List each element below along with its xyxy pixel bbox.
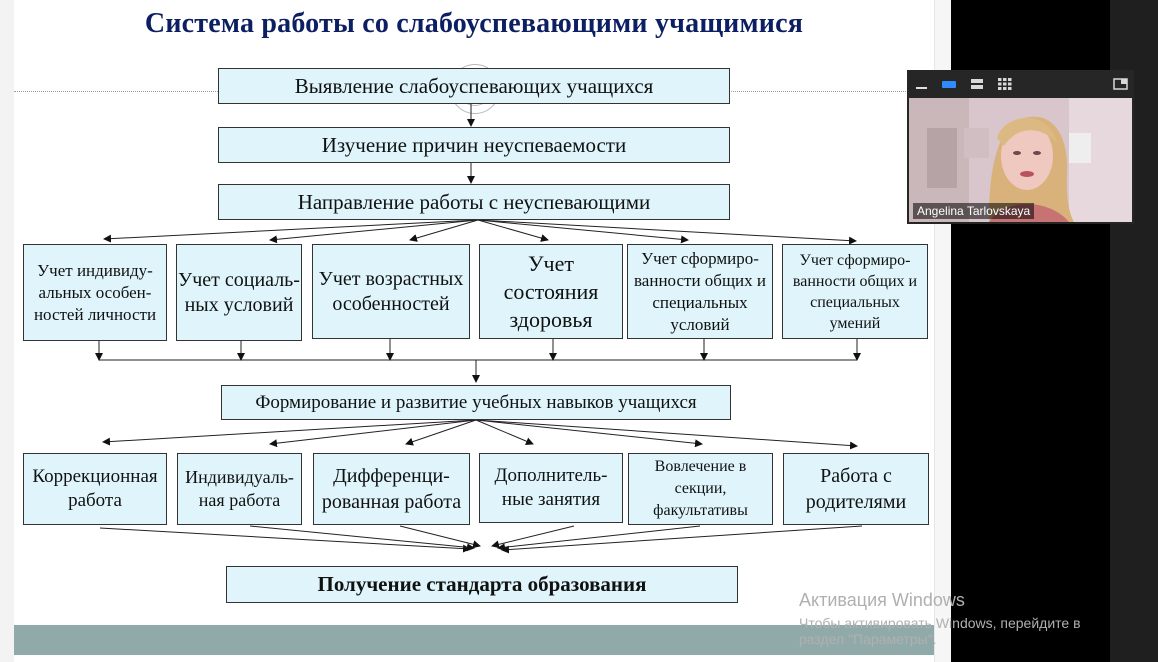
factor-box: Учет состояния здоровья bbox=[479, 244, 623, 339]
participant-video: Angelina Tarlovskaya bbox=[909, 98, 1132, 222]
slide-footer-bar bbox=[14, 625, 934, 655]
step-identify-box: Выявление слабоуспевающих учащихся bbox=[218, 68, 730, 104]
factor-box: Учет индивиду-альных особен-ностей лично… bbox=[23, 244, 167, 341]
step-study-causes-box: Изучение причин неуспеваемости bbox=[218, 127, 730, 163]
watermark-line-2: Чтобы активировать Windows, перейдите в bbox=[799, 615, 1081, 631]
factor-box: Учет сформиро-ванности общих и специальн… bbox=[627, 244, 773, 339]
step-work-direction-box: Направление работы с неуспевающими bbox=[218, 184, 730, 220]
result-box: Получение стандарта образования bbox=[226, 566, 738, 603]
exit-fullscreen-icon[interactable] bbox=[1112, 76, 1130, 92]
work-form-box: Дополнитель-ные занятия bbox=[479, 453, 623, 523]
work-form-box: Коррекционная работа bbox=[23, 453, 167, 525]
minimize-icon[interactable] bbox=[913, 76, 931, 92]
video-panel[interactable]: Angelina Tarlovskaya bbox=[907, 70, 1134, 224]
skills-development-box: Формирование и развитие учебных навыков … bbox=[221, 385, 731, 420]
watermark-line-3: раздел "Параметры". bbox=[799, 631, 937, 647]
windows-activation-watermark: Активация Windows Чтобы активировать Win… bbox=[799, 590, 1081, 647]
factor-box: Учет возрастных особенностей bbox=[312, 244, 470, 339]
work-form-box: Работа с родителями bbox=[783, 453, 929, 525]
speaker-view-icon[interactable] bbox=[940, 76, 958, 92]
strip-view-icon[interactable] bbox=[968, 76, 986, 92]
factor-box: Учет сформиро-ванности общих и специальн… bbox=[782, 244, 928, 339]
participant-name-label: Angelina Tarlovskaya bbox=[913, 203, 1035, 219]
video-toolbar bbox=[907, 70, 1134, 98]
watermark-line-1: Активация Windows bbox=[799, 590, 965, 610]
slide-title: Система работы со слабоуспевающими учащи… bbox=[144, 8, 804, 39]
work-form-box: Индивидуаль-ная работа bbox=[177, 453, 302, 525]
gallery-view-icon[interactable] bbox=[996, 76, 1014, 92]
factor-box: Учет социаль-ных условий bbox=[176, 244, 302, 341]
work-form-box: Вовлечение в секции, факультативы bbox=[628, 453, 773, 525]
work-form-box: Дифференци-рованная работа bbox=[313, 453, 470, 525]
